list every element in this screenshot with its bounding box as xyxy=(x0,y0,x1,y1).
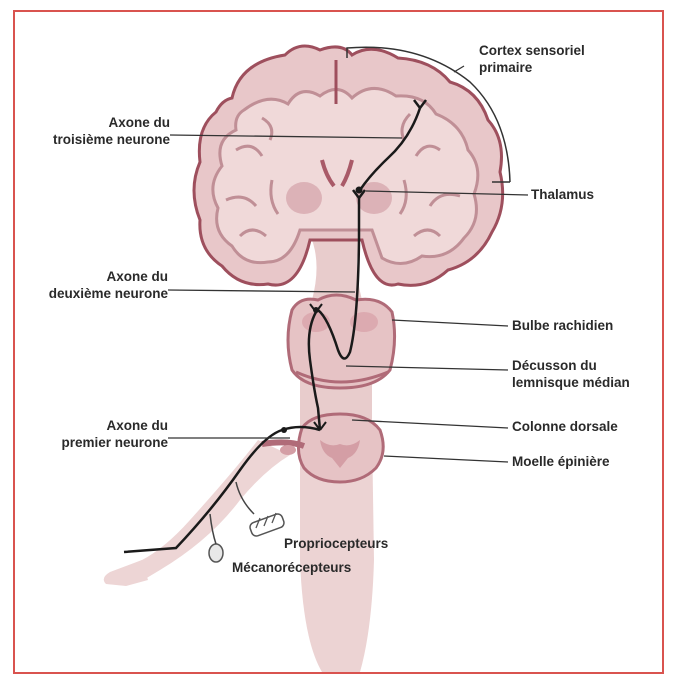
spinal-nerve-root xyxy=(262,442,304,446)
proprioceptor-spindle xyxy=(249,513,286,538)
first-neuron-body xyxy=(281,427,287,433)
label-cortex-line1: Cortex sensoriel xyxy=(479,42,585,59)
label-axon3-line1: Axone du xyxy=(30,114,170,131)
leader-bulbe xyxy=(392,320,508,326)
label-colonne: Colonne dorsale xyxy=(512,418,618,435)
label-bulbe: Bulbe rachidien xyxy=(512,317,613,334)
thalamus-left-shade xyxy=(286,182,322,214)
label-axon3: Axone du troisième neurone xyxy=(30,114,170,148)
label-axon2-line1: Axone du xyxy=(26,268,168,285)
label-axon1-line2: premier neurone xyxy=(30,434,168,451)
label-axon1-line1: Axone du xyxy=(30,417,168,434)
label-thalamus: Thalamus xyxy=(531,186,594,203)
leader-moelle xyxy=(384,456,508,462)
label-decussation: Décusson du lemnisque médian xyxy=(512,357,630,391)
leader-cortex xyxy=(454,66,464,72)
label-meca: Mécanorécepteurs xyxy=(232,559,351,576)
label-decussation-line2: lemnisque médian xyxy=(512,374,630,391)
label-moelle: Moelle épinière xyxy=(512,453,610,470)
hand xyxy=(104,560,148,586)
label-axon1: Axone du premier neurone xyxy=(30,417,168,451)
label-cortex-line2: primaire xyxy=(479,59,585,76)
label-axon2-line2: deuxième neurone xyxy=(26,285,168,302)
label-axon3-line2: troisième neurone xyxy=(30,131,170,148)
dorsal-root-ganglion xyxy=(280,445,296,455)
label-cortex: Cortex sensoriel primaire xyxy=(479,42,585,76)
label-decussation-line1: Décusson du xyxy=(512,357,630,374)
thalamus-neuron-body xyxy=(356,187,363,194)
mechanoreceptor xyxy=(209,544,223,562)
label-proprio: Propriocepteurs xyxy=(284,535,388,552)
label-axon2: Axone du deuxième neurone xyxy=(26,268,168,302)
